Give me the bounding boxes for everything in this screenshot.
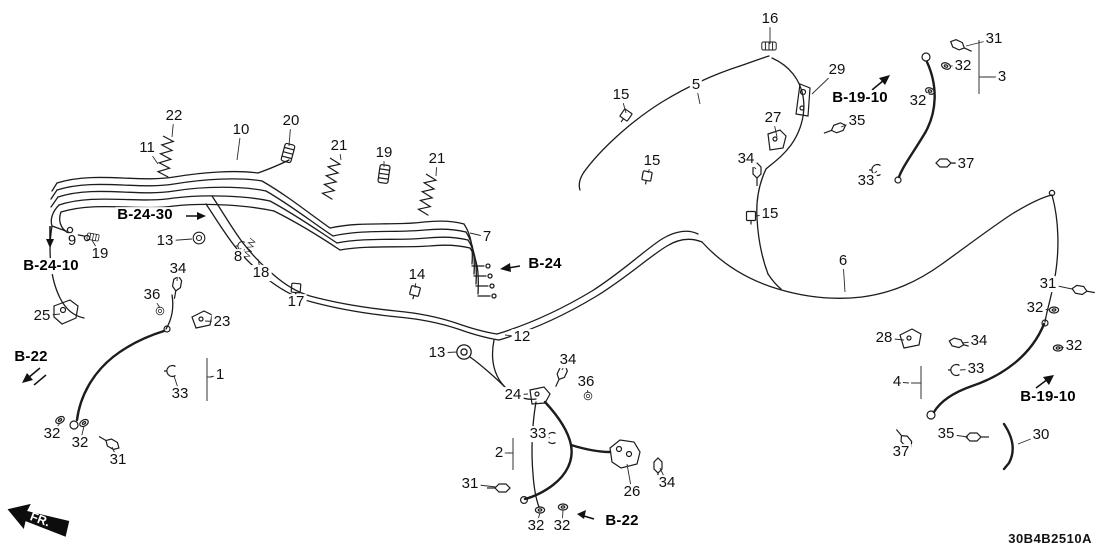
bracket-23 <box>191 310 213 329</box>
bolt-31-icon <box>96 432 122 453</box>
bolt-35-icon <box>965 432 990 442</box>
bracket-27 <box>767 129 787 151</box>
banjo-fitting <box>926 410 936 420</box>
bracket-28 <box>899 328 922 349</box>
washer-32-icon <box>940 61 952 71</box>
valve-16 <box>761 41 777 51</box>
bolt-31-icon <box>948 37 974 56</box>
spring-protector-22 <box>156 135 175 178</box>
pipe-main-right <box>496 230 703 341</box>
clip-33a <box>868 163 882 177</box>
clip-14 <box>407 284 422 301</box>
pipe-to-hose2 <box>469 339 540 508</box>
banjo-fitting <box>921 52 931 62</box>
washer-32-icon <box>534 506 546 514</box>
pipe-5 <box>578 65 741 191</box>
pipe-left-drop <box>49 225 174 330</box>
clip-15b <box>640 170 653 186</box>
bolt-34-icon <box>947 336 974 352</box>
hose-4 <box>932 322 1046 414</box>
part-code: 30B4B2510A <box>1008 531 1092 546</box>
fr-arrow: FR. <box>7 503 70 537</box>
hose-2-end <box>519 496 528 505</box>
leader-lines <box>41 19 1075 527</box>
fr-label: FR. <box>28 509 52 529</box>
bolt-31-icon <box>486 483 511 493</box>
connector-19 <box>377 163 391 185</box>
hose-3 <box>897 60 936 179</box>
hose-2-branch <box>569 443 612 454</box>
pipe-bundle-left <box>50 170 275 242</box>
washer-32-icon <box>1048 306 1060 314</box>
spring-protector-21a <box>321 157 342 201</box>
grommet-13a <box>192 231 206 245</box>
hose-1 <box>75 329 166 422</box>
bracket-29 <box>795 83 811 117</box>
reference-arrows <box>22 75 1054 520</box>
hose-2 <box>523 400 573 501</box>
grommet-36a <box>155 306 165 316</box>
pipe-6 <box>701 194 1053 299</box>
pipe-mid-cluster <box>329 220 497 299</box>
spring-protector-21b <box>417 173 438 217</box>
bolt-31-icon <box>1070 284 1097 298</box>
clip-33c <box>163 364 177 378</box>
bolt-34-icon <box>752 162 762 187</box>
pipe-top-right <box>739 55 805 275</box>
bolt-35-icon <box>821 120 848 138</box>
hose-4-end <box>1041 319 1049 327</box>
clip-33b <box>947 363 961 377</box>
clip-15c <box>745 210 757 226</box>
hose-3-end <box>894 176 902 184</box>
washer-32-icon <box>557 503 569 511</box>
group-bracket-lines <box>206 40 989 470</box>
clip-15a <box>616 108 633 126</box>
bolt-34-icon <box>551 363 570 389</box>
hose-1-end <box>163 325 171 333</box>
bracket-25 <box>53 299 79 325</box>
bracket-24 <box>529 386 551 405</box>
hose-30 <box>1002 422 1014 471</box>
pipe-right-edge <box>1044 189 1059 323</box>
grommet-13b <box>456 344 472 360</box>
bracket-26 <box>609 439 641 469</box>
grommet-36b <box>583 391 593 401</box>
pipe-lower-run <box>205 195 500 341</box>
pipe-upper-branch <box>257 159 341 251</box>
banjo-fitting <box>69 420 79 430</box>
